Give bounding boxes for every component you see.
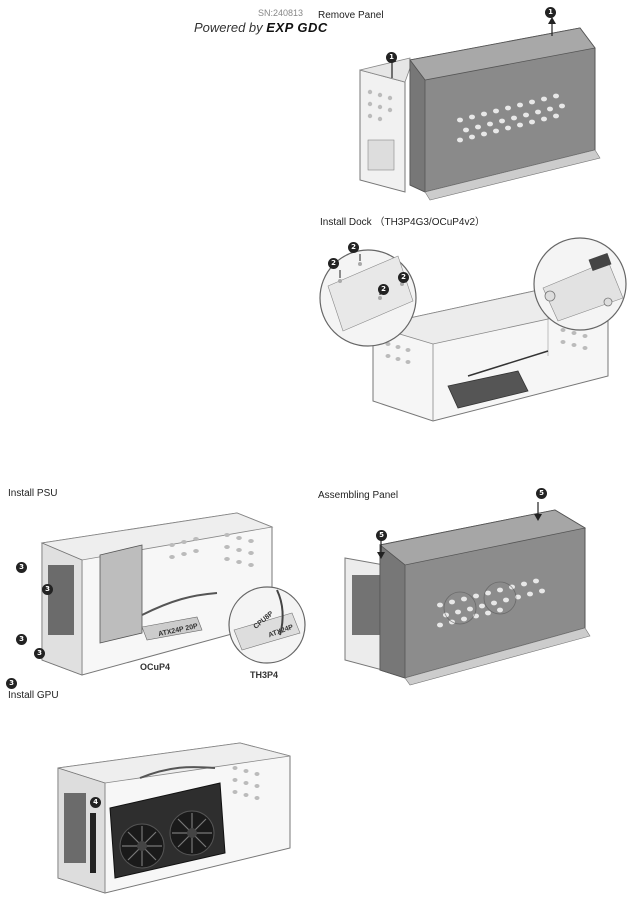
step-badge: 5 — [376, 530, 387, 541]
brand-name: EXP GDC — [266, 20, 328, 35]
serial-number: SN:240813 — [258, 8, 304, 18]
step-badge: 4 — [90, 797, 101, 808]
powered-by-text: Powered by — [194, 20, 263, 35]
step-badge: 3 — [16, 562, 27, 573]
install-dock-title: Install Dock （TH3P4G3/OCuP4v2） — [320, 217, 486, 228]
step-badge: 2 — [398, 272, 409, 283]
install-psu-title: Install PSU — [8, 488, 58, 499]
install-gpu-title: Install GPU — [8, 690, 59, 701]
part-label-ocup4: OCuP4 — [140, 662, 171, 672]
step-badge: 3 — [42, 584, 53, 595]
step-badge: 3 — [34, 648, 45, 659]
part-label-th3p4: TH3P4 — [250, 670, 279, 680]
step-badge: 2 — [328, 258, 339, 269]
install-psu-illustration — [40, 512, 306, 676]
assembling-panel-title: Assembling Panel — [318, 490, 399, 501]
step-badge: 5 — [536, 488, 547, 499]
powered-by-logo: Powered by EXP GDC — [194, 20, 328, 35]
install-gpu-illustration — [57, 742, 291, 894]
step-badge: 1 — [386, 52, 397, 63]
step-badge: 2 — [348, 242, 359, 253]
remove-panel-illustration — [359, 17, 601, 201]
install-dock-illustration — [319, 237, 627, 422]
step-badge: 3 — [16, 634, 27, 645]
step-marker: 3 — [6, 678, 17, 689]
remove-panel-title: Remove Panel — [318, 10, 384, 21]
step-badge: 2 — [378, 284, 389, 295]
assembling-panel-illustration — [344, 502, 591, 686]
step-badge: 1 — [545, 7, 556, 18]
